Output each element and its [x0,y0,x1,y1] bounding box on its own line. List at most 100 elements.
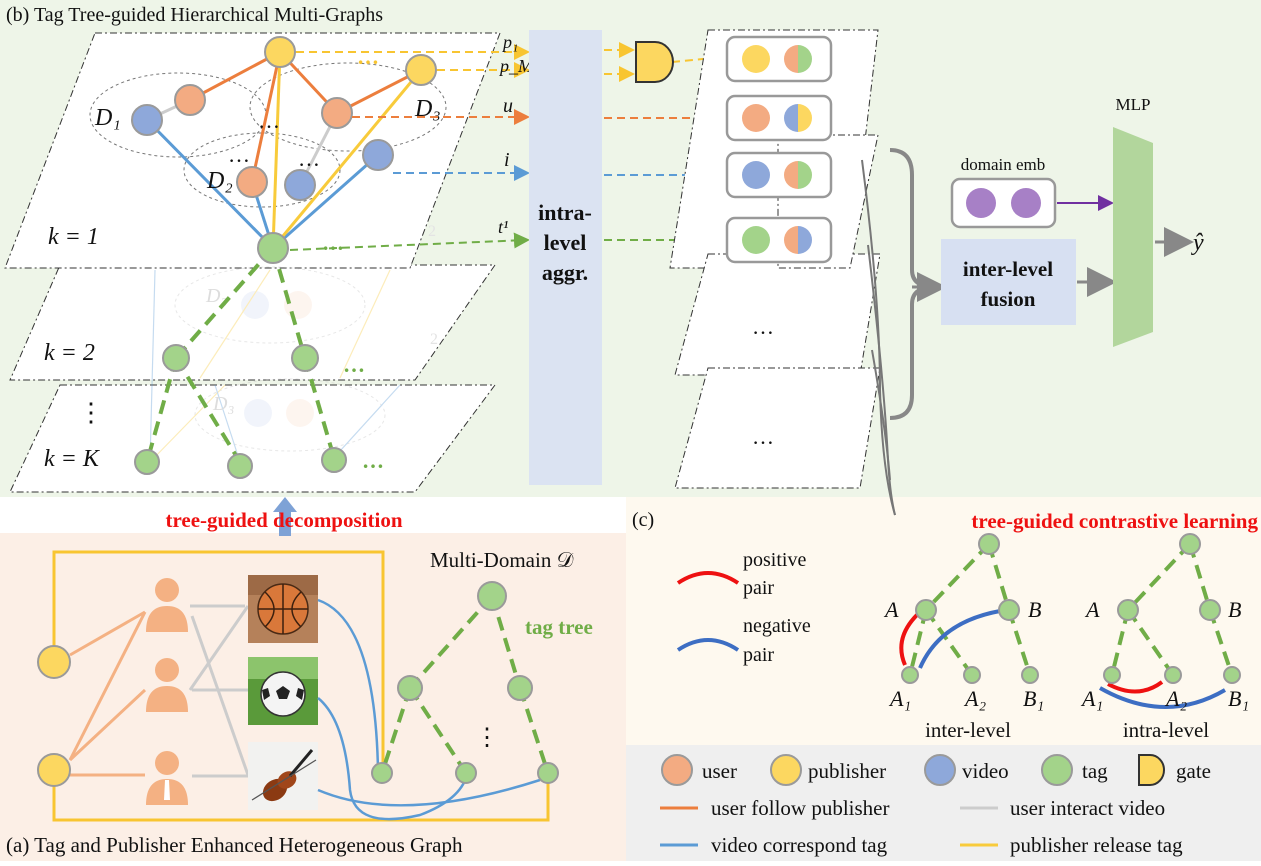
inter-node-A1: A₁ [888,686,911,711]
panel-a-caption: (a) Tag and Publisher Enhanced Heterogen… [6,833,463,857]
intra-level-aggr-box [529,30,602,485]
publisher-ellipsis: … [357,44,379,69]
embedding-boxes [725,35,833,264]
positive-pair-arc [1107,680,1164,694]
intra-node-A2: A₂ [1164,686,1187,711]
legend-user-label: user [702,759,737,783]
tag-tree-edges [380,594,550,775]
layer-label-kK: k = K [44,446,101,472]
layer-vdots: ⋮ [78,398,104,427]
intra-aggr-label-3: aggr. [542,260,588,285]
graph-ellipsis: … [298,146,320,171]
domain-emb-node [1011,188,1041,218]
publisher-node [37,753,71,787]
inter-level-caption: inter-level [925,718,1011,742]
user-node [174,84,206,116]
panel-c-title: tree-guided contrastive learning [971,509,1258,533]
output-label: ŷ [1191,230,1204,256]
inter-level-fusion-box [941,239,1076,325]
basketball-icon [248,575,318,643]
legend-interact-label: user interact video [1010,796,1165,820]
domain-label-d3: D₃ [414,96,441,122]
publisher-release-lines [52,550,550,822]
negative-label-1: negative [743,615,811,637]
lower-tag-nodes [134,344,347,479]
mlp-label: MLP [1116,95,1151,114]
tag-tree-vdots: ⋮ [475,725,499,751]
intra-level-caption: intra-level [1123,718,1209,742]
layer-label-k2: k = 2 [44,340,95,366]
mlp-block [1113,127,1153,347]
domain-label-d2: D₂ [206,168,233,194]
legend-publisher-swatch [770,754,802,786]
legend-follow-label: user follow publisher [711,796,889,820]
positive-label-2: pair [743,577,774,599]
decomposition-arrow-icon [273,497,297,536]
arrow-label-p1: p₁ [501,32,518,52]
intra-aggr-label-2: level [544,230,587,255]
person-icon [146,578,188,632]
intra-node-A: A [1084,597,1100,622]
stack-card-2 [674,253,881,376]
video-node [284,169,316,201]
legend-tag-swatch [1041,754,1073,786]
negative-label-2: pair [743,644,774,666]
legend-tag-label: tag [1082,759,1108,783]
contrastive-links [861,159,896,516]
layer1-nodes [131,36,437,264]
user-node [236,166,268,198]
user-node [321,97,353,129]
panel-c-label: (c) [632,509,654,531]
user-interact-lines [188,604,250,778]
stack-card-3 [674,367,881,489]
publisher-node [405,54,437,86]
negative-pair-icon [676,638,740,652]
positive-label-1: positive [743,549,806,571]
layer-plane-K [9,384,496,493]
legend-video-swatch [924,754,956,786]
arrow-label-i: i [504,149,510,171]
fusion-label-1: inter-level [963,257,1053,281]
person-icon [146,751,188,805]
intra-node-A1: A₁ [1080,686,1103,711]
inter-node-A2: A₂ [963,686,986,711]
layer-label-k1: k = 1 [48,224,99,250]
ghost-label-1: D₃ [205,285,227,307]
graph-ellipsis: … [228,142,250,167]
intra-level-tree-nodes [1103,533,1241,684]
legend-release-label: publisher release tag [1010,833,1183,857]
tag-tree-label: tag tree [525,615,593,639]
graph-ellipsis: … [258,108,280,133]
video-correspond-lines [317,598,541,821]
gate-icon [635,41,674,83]
legend-publisher-label: publisher [808,759,886,783]
arrow-label-t1: t¹ [498,217,508,237]
tag-node [257,232,289,264]
multi-domain-label: Multi-Domain 𝒟 [430,548,574,572]
decomposition-label: tree-guided decomposition [165,508,402,532]
domain-emb-label: domain emb [961,155,1046,174]
inter-node-B1: B₁ [1023,686,1044,711]
positive-pair-icon [676,571,740,585]
fusion-label-2: fusion [981,287,1036,311]
negative-pair-arc [918,609,1001,669]
tag-tree-nodes [371,581,559,784]
arrow-label-pM: p_M [498,56,534,76]
publisher-node [37,645,71,679]
violin-icon [248,742,318,810]
ghost-label-2: D₃ [212,393,234,415]
aggregator-inputs [289,44,530,251]
panel-b-title: (b) Tag Tree-guided Hierarchical Multi-G… [6,4,383,26]
panel-c-background [626,497,1261,745]
intra-node-B: B [1228,597,1241,622]
video-node [131,104,163,136]
inter-node-A: A [883,597,899,622]
arrow-label-u: u [503,95,513,117]
user-follow-lines [68,610,147,777]
legend-nodes [661,754,1165,786]
inter-level-tree-nodes [901,533,1039,684]
soccer-ball-icon [248,657,318,725]
intra-aggr-label-1: intra- [538,200,592,225]
